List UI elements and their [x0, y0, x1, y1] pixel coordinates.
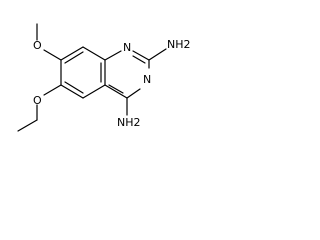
- double-bond-n1-c2: [132, 55, 146, 64]
- atom-label-ethoxy-o: O: [33, 94, 42, 107]
- chemical-structure-diagram: N N NH2 NH2 O O: [17, 23, 191, 132]
- atom-label-n1: N: [123, 41, 131, 54]
- bond-c5-c6: [60, 84, 84, 99]
- atom-label-amino-bottom: NH2: [117, 116, 141, 129]
- bond-n3-c4: [126, 88, 141, 99]
- bond-n1-c2: [132, 50, 150, 61]
- double-bond-c4-c4a: [108, 84, 124, 94]
- atom-label-amino-top: NH2: [167, 38, 191, 51]
- bond-ch2-ch3: [17, 119, 38, 132]
- bond-c7-c8: [60, 46, 84, 61]
- double-bond-inner-c5-c6: [64, 81, 84, 94]
- bond-c2-amino-top: [148, 48, 167, 61]
- bond-c4a-c5: [82, 84, 106, 99]
- bond-c8a-n1: [104, 50, 122, 61]
- bond-c8-c8a: [82, 46, 106, 61]
- atom-label-n3: N: [143, 73, 151, 86]
- bond-c7-o-methoxy: [43, 49, 62, 61]
- double-bond-inner-c7-c8: [64, 51, 84, 64]
- atom-label-methoxy-o: O: [33, 39, 42, 52]
- bond-c6-o-ethoxy: [43, 84, 62, 96]
- bond-c4-c4a: [104, 84, 128, 99]
